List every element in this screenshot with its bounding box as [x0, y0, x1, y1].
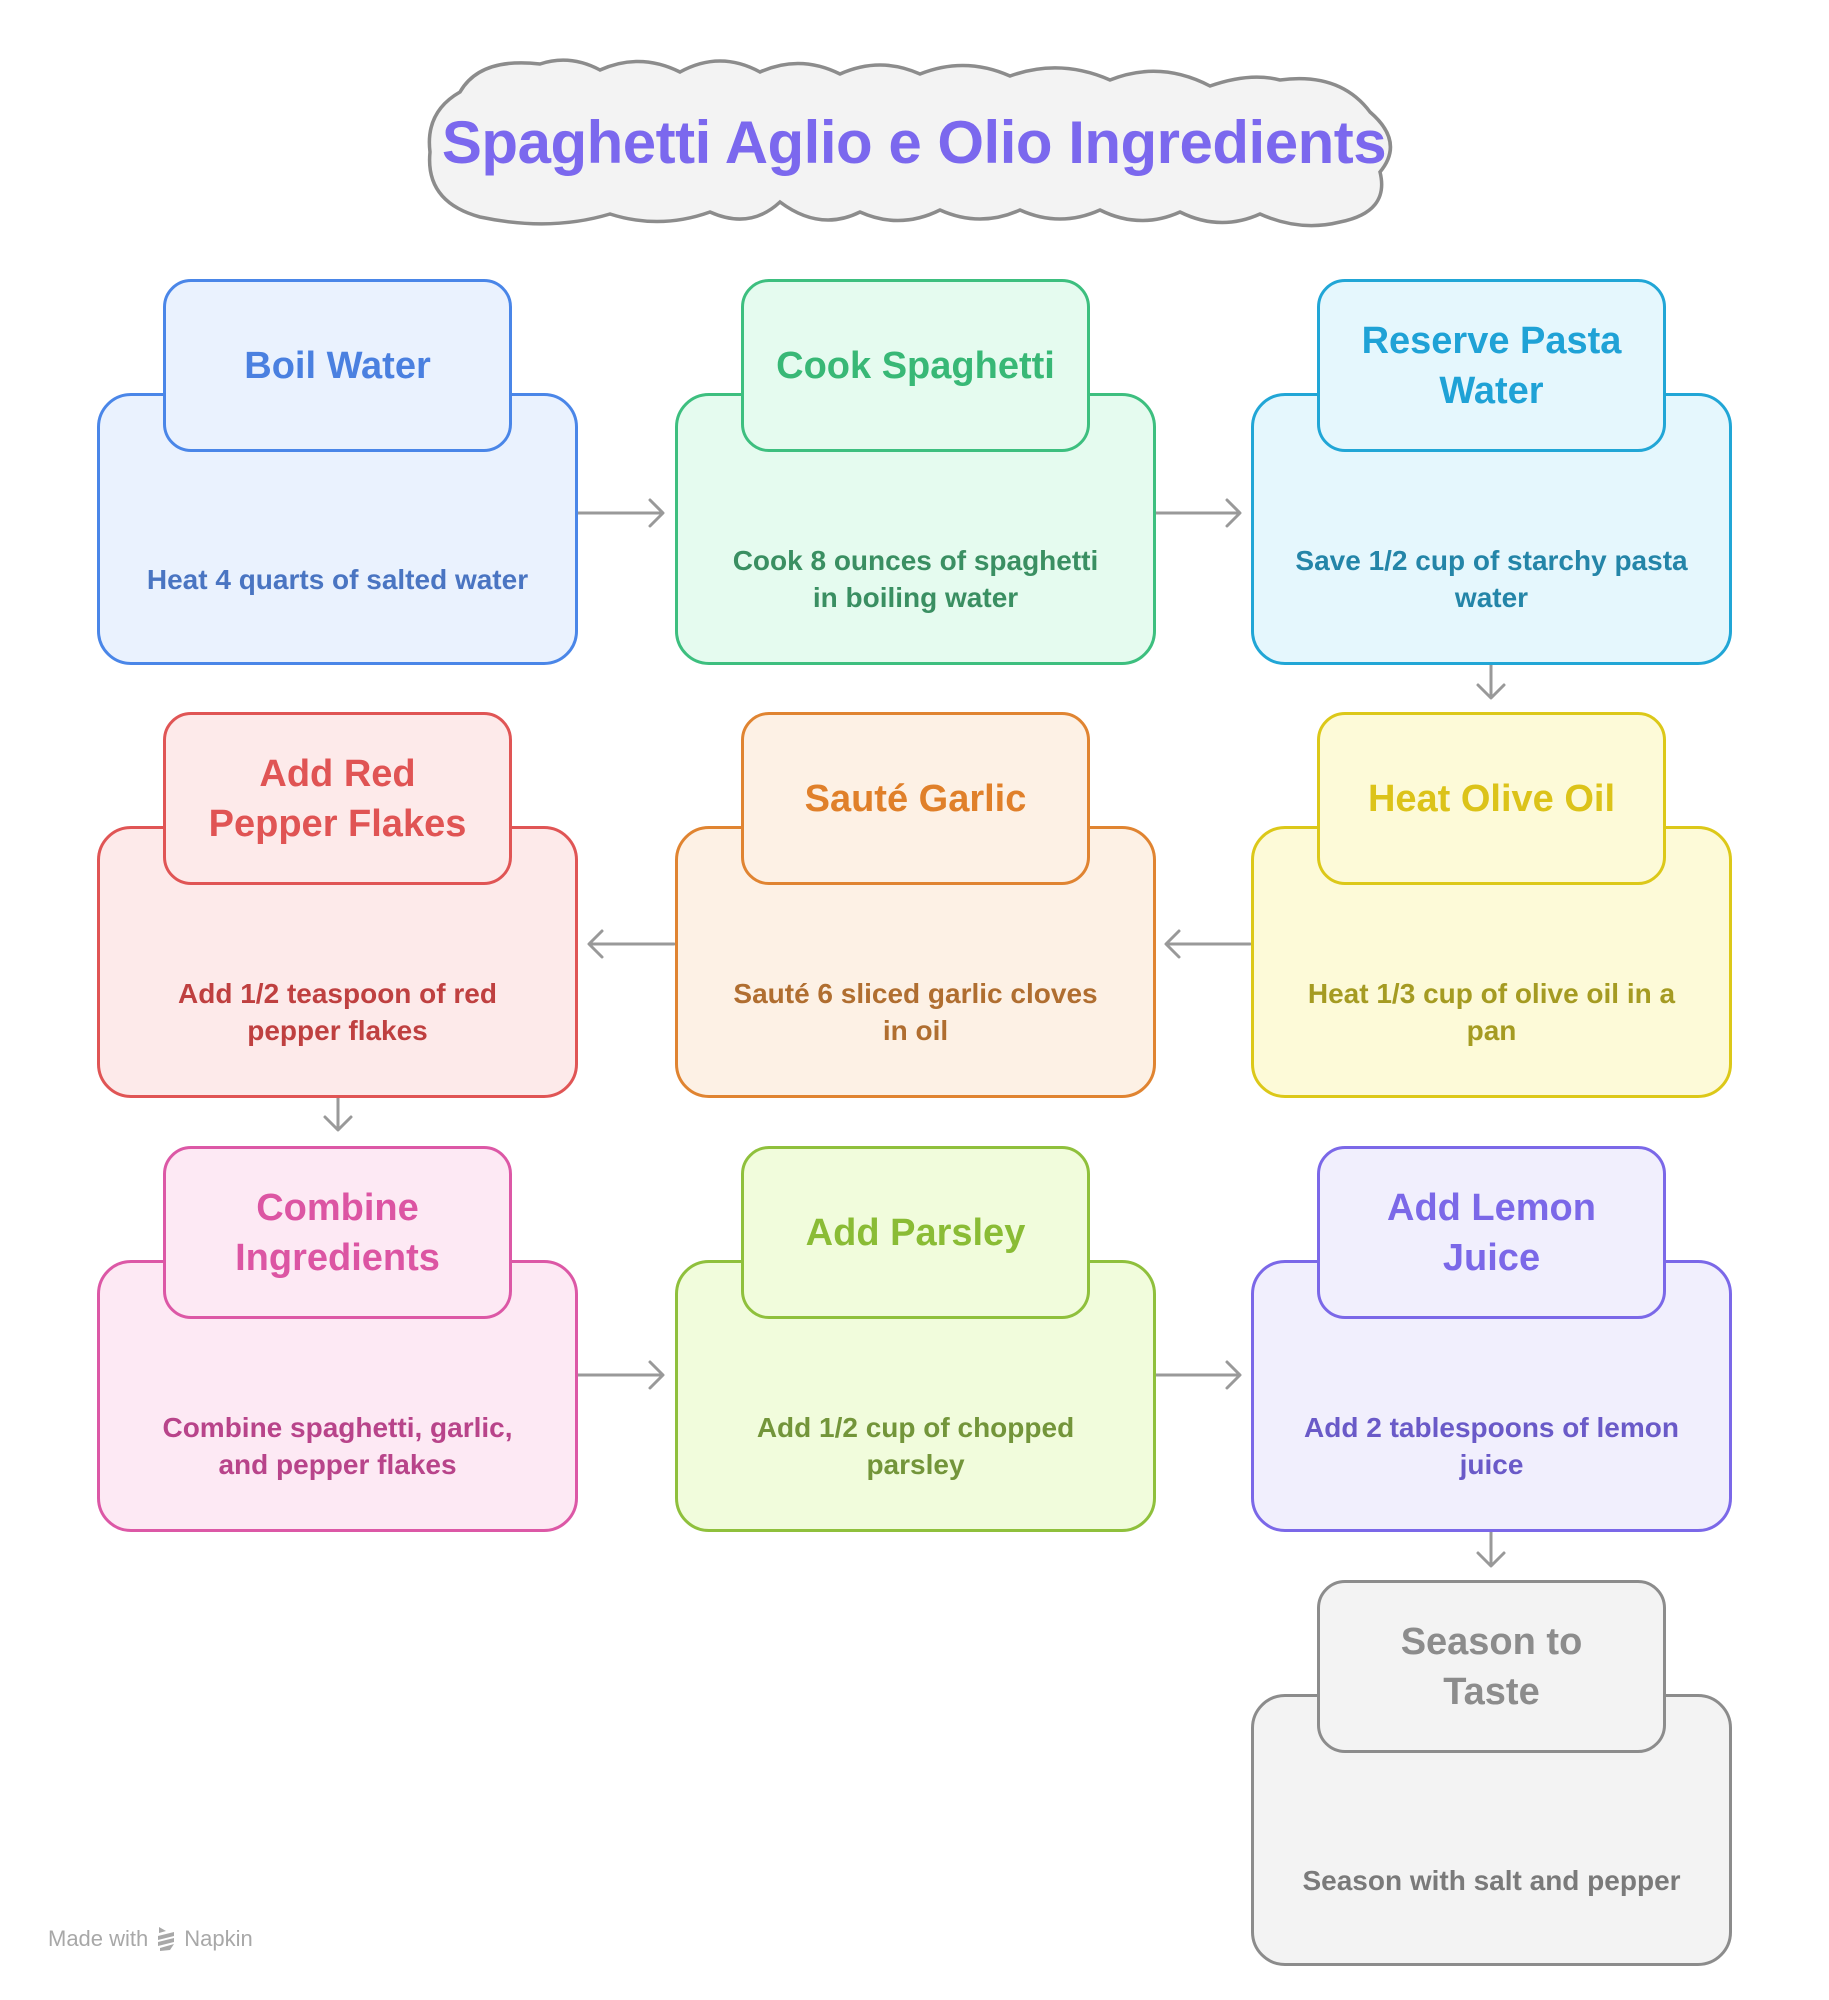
step-title: Heat Olive Oil [1367, 777, 1616, 820]
step-description: Add 2 tablespoons of lemon juice [1304, 1412, 1679, 1480]
footer-watermark[interactable]: Made with Napkin [48, 1926, 253, 1952]
step-title: Season to Taste [1400, 1620, 1583, 1713]
page-title: Spaghetti Aglio e Olio Ingredients [441, 108, 1387, 176]
cloud-shape-icon [427, 58, 1393, 228]
step-header: Cook Spaghetti [741, 279, 1090, 452]
step-saute-garlic: Sauté 6 sliced garlic cloves in oil Saut… [675, 712, 1156, 1098]
step-reserve-pasta-water: Save 1/2 cup of starchy pasta water Rese… [1251, 279, 1732, 665]
step-header: Reserve Pasta Water [1317, 279, 1666, 452]
step-season-to-taste: Season with salt and pepper Season to Ta… [1251, 1580, 1732, 1966]
step-header: Sauté Garlic [741, 712, 1090, 885]
step-title: Combine Ingredients [235, 1186, 440, 1279]
step-header: Add Red Pepper Flakes [163, 712, 512, 885]
step-add-lemon-juice: Add 2 tablespoons of lemon juice Add Lem… [1251, 1146, 1732, 1532]
arrow-down-icon [1476, 1529, 1506, 1568]
step-header: Combine Ingredients [163, 1146, 512, 1319]
step-header: Boil Water [163, 279, 512, 452]
step-description: Season with salt and pepper [1302, 1864, 1681, 1896]
step-add-red-pepper-flakes: Add 1/2 teaspoon of red pepper flakes Ad… [97, 712, 578, 1098]
arrow-down-icon [323, 1095, 353, 1132]
step-title: Reserve Pasta Water [1361, 319, 1622, 412]
step-title: Cook Spaghetti [776, 344, 1055, 387]
arrow-right-icon [1153, 498, 1242, 528]
arrow-down-icon [1476, 662, 1506, 700]
step-heat-olive-oil: Heat 1/3 cup of olive oil in a pan Heat … [1251, 712, 1732, 1098]
step-description: Combine spaghetti, garlic, and pepper fl… [162, 1412, 513, 1480]
step-description: Cook 8 ounces of spaghetti in boiling wa… [732, 545, 1099, 613]
step-title: Add Lemon Juice [1387, 1186, 1596, 1279]
step-description: Sauté 6 sliced garlic cloves in oil [733, 978, 1098, 1046]
arrow-left-icon [1164, 929, 1252, 959]
step-description: Heat 4 quarts of salted water [146, 563, 529, 595]
arrow-right-icon [576, 1360, 665, 1390]
step-header: Add Lemon Juice [1317, 1146, 1666, 1319]
napkin-logo-icon [158, 1927, 175, 1951]
title-cloud: Spaghetti Aglio e Olio Ingredients [420, 52, 1408, 232]
step-title: Add Parsley [805, 1211, 1026, 1254]
step-description: Add 1/2 cup of chopped parsley [756, 1412, 1075, 1480]
step-title: Sauté Garlic [804, 777, 1027, 820]
arrow-right-icon [576, 498, 665, 528]
made-with-label: Made with [48, 1926, 149, 1951]
step-description: Heat 1/3 cup of olive oil in a pan [1307, 978, 1676, 1046]
step-header: Add Parsley [741, 1146, 1090, 1319]
step-title: Add Red Pepper Flakes [208, 752, 467, 845]
step-combine-ingredients: Combine spaghetti, garlic, and pepper fl… [97, 1146, 578, 1532]
arrow-left-icon [587, 929, 676, 959]
step-add-parsley: Add 1/2 cup of chopped parsley Add Parsl… [675, 1146, 1156, 1532]
step-boil-water: Heat 4 quarts of salted water Boil Water [97, 279, 578, 665]
step-cook-spaghetti: Cook 8 ounces of spaghetti in boiling wa… [675, 279, 1156, 665]
step-description: Add 1/2 teaspoon of red pepper flakes [178, 978, 497, 1046]
step-title: Boil Water [244, 344, 431, 387]
napkin-label: Napkin [184, 1926, 253, 1951]
step-description: Save 1/2 cup of starchy pasta water [1295, 545, 1688, 613]
napkin-brand: Napkin [156, 1926, 253, 1952]
step-header: Heat Olive Oil [1317, 712, 1666, 885]
arrow-right-icon [1153, 1360, 1242, 1390]
step-header: Season to Taste [1317, 1580, 1666, 1753]
